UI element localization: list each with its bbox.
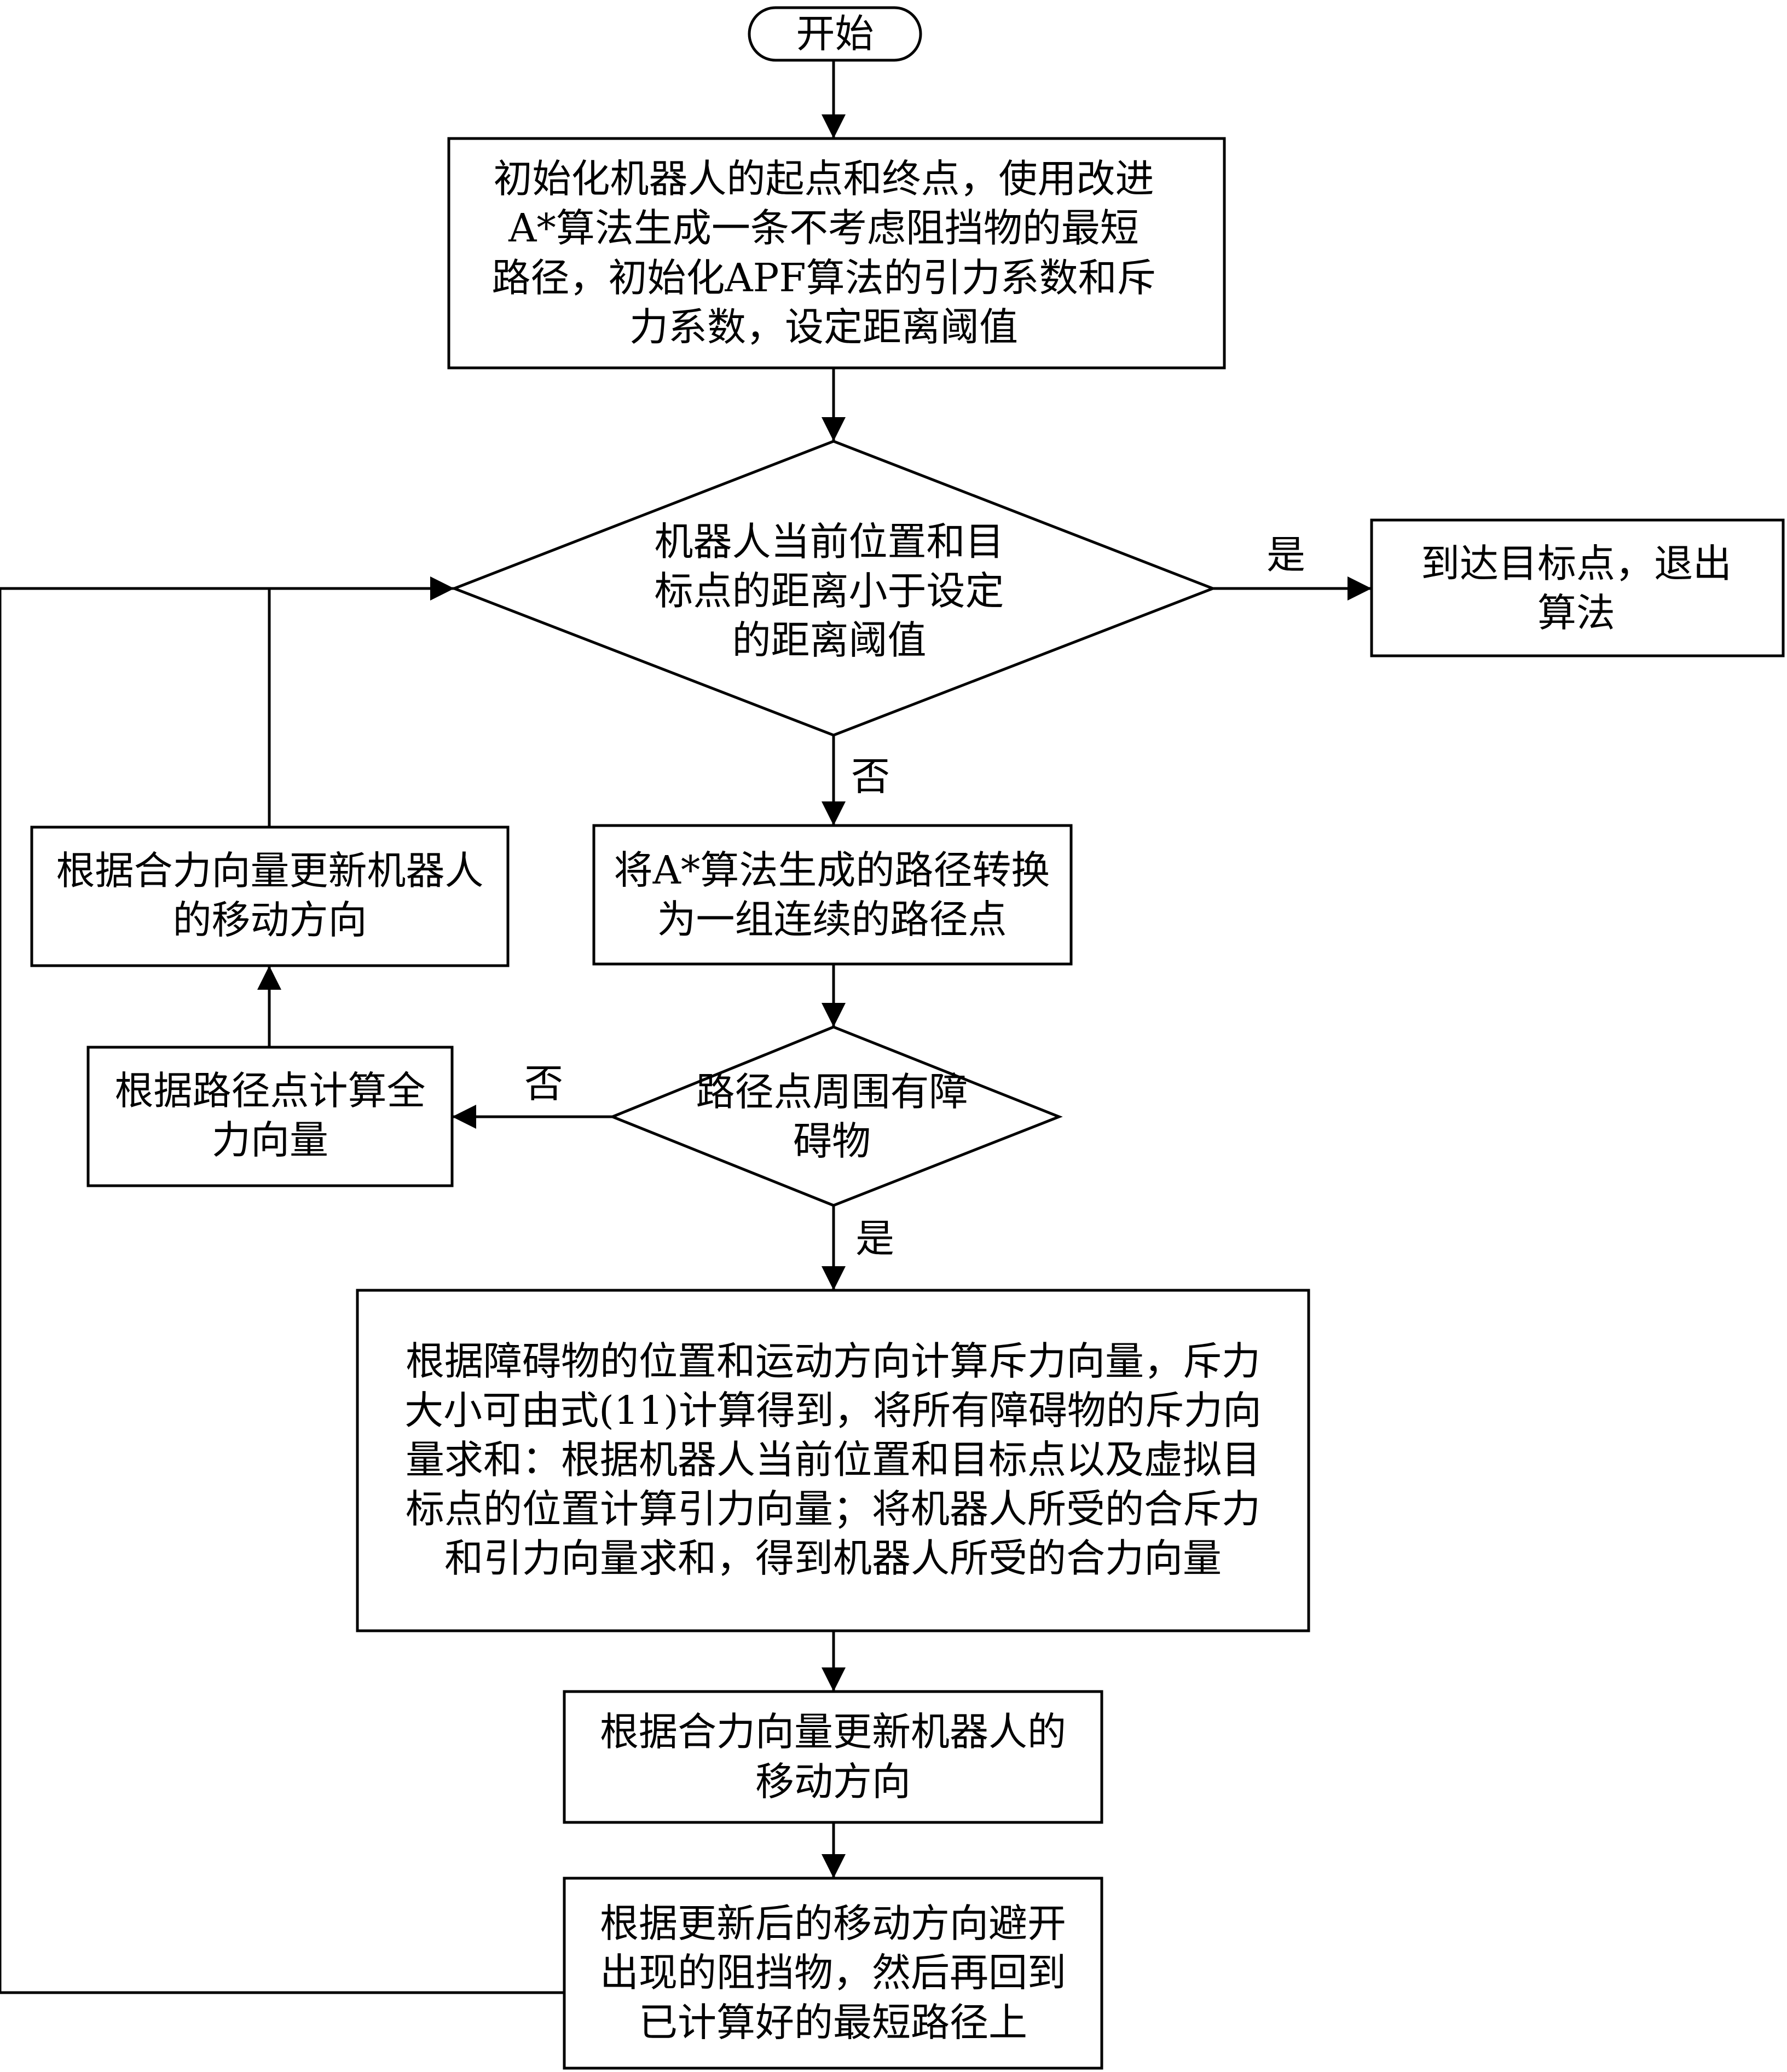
compute-total-force-label: 根据路径点计算全力向量 bbox=[114, 1067, 426, 1163]
line-avoid-loop-back bbox=[0, 588, 564, 1994]
obstacle-decision-label: 路径点周围有障碍物 bbox=[696, 1069, 968, 1164]
distance-decision-label: 机器人当前位置和目标点的距离小于设定的距离阈值 bbox=[654, 518, 1004, 663]
init-step-box bbox=[447, 137, 1226, 370]
distance-no-label: 否 bbox=[851, 754, 890, 799]
init-step-label: 初始化机器人的起点和终点，使用改进A*算法生成一条不考虑阻挡物的最短路径，初始化… bbox=[491, 156, 1156, 350]
compute-forces-label: 根据障碍物的位置和运动方向计算斥力向量，斥力大小可由式(11)计算得到，将所有障… bbox=[404, 1338, 1262, 1582]
update-direction-label: 根据合力向量更新机器人的移动方向 bbox=[599, 1709, 1066, 1804]
update-direction-left-label: 根据合力向量更新机器人的移动方向 bbox=[56, 847, 484, 943]
edge-lines bbox=[0, 60, 1372, 1994]
distance-yes-label: 是 bbox=[1266, 532, 1306, 578]
obstacle-yes-label: 是 bbox=[855, 1216, 895, 1261]
avoid-and-return-label: 根据更新后的移动方向避开出现的阻挡物，然后再回到已计算好的最短路径上 bbox=[599, 1901, 1066, 2045]
convert-path-label: 将A*算法生成的路径转换为一组连续的路径点 bbox=[614, 847, 1050, 942]
start-node-label: 开始 bbox=[796, 10, 874, 56]
reach-goal-label: 到达目标点，退出算法 bbox=[1420, 540, 1732, 636]
obstacle-no-label: 否 bbox=[524, 1061, 564, 1106]
